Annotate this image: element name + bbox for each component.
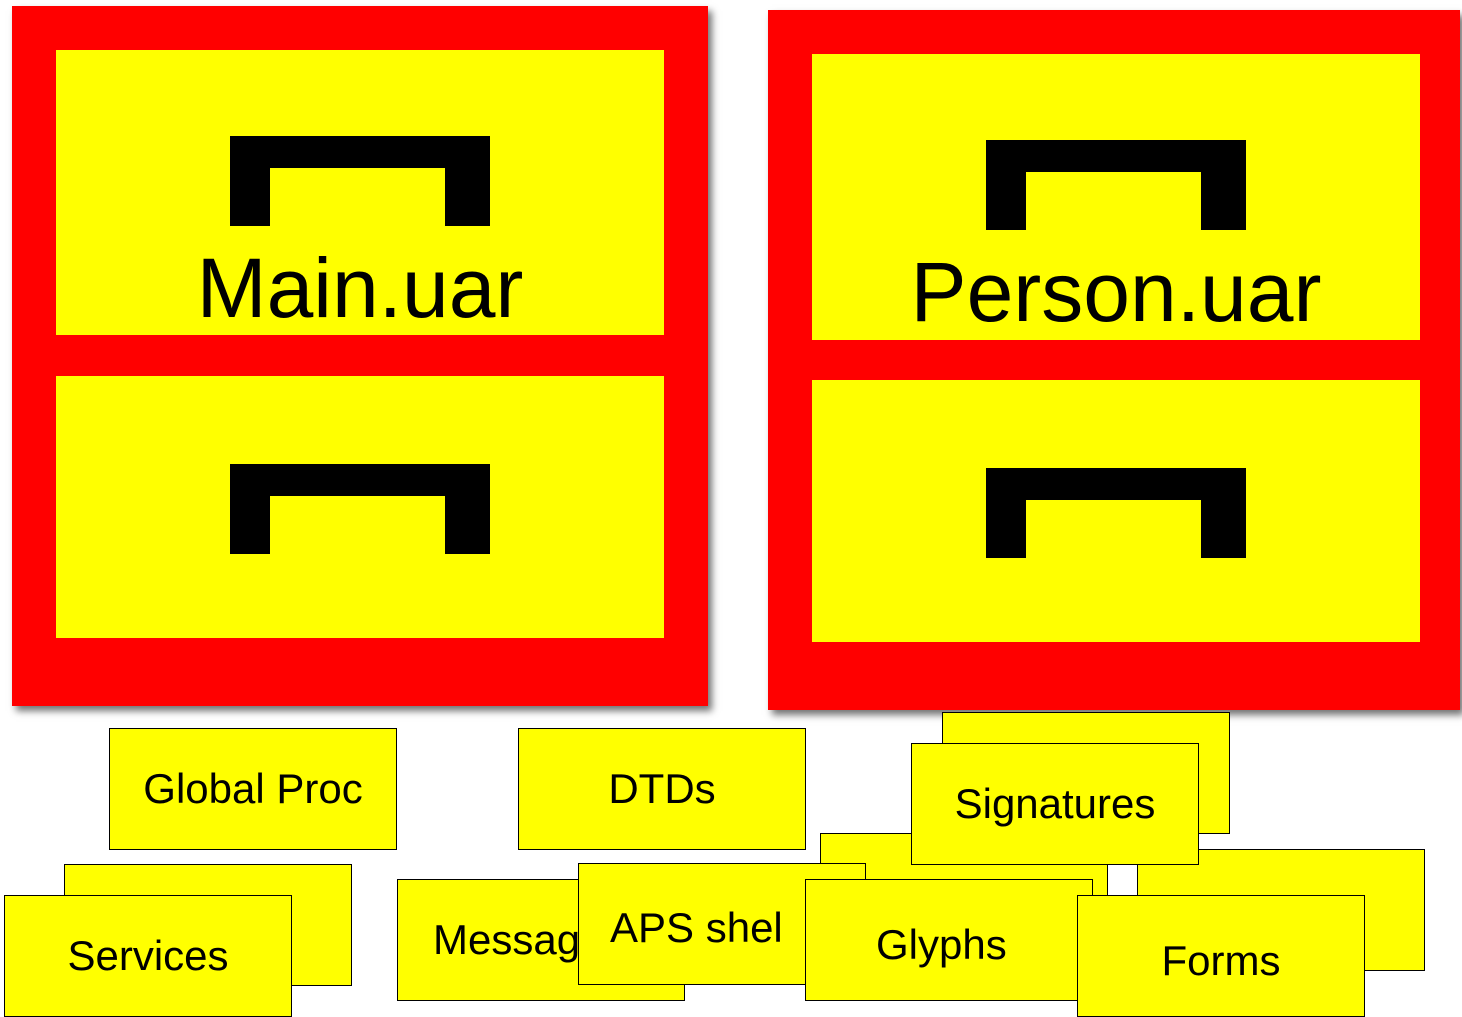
drawer-handle-icon [986, 140, 1246, 230]
drawer-handle-icon [986, 468, 1246, 558]
person-uar-bottom-drawer[interactable] [812, 380, 1420, 642]
card-dtds-label: DTDs [608, 765, 716, 812]
card-global-proc-label: Global Proc [143, 765, 363, 812]
main-uar-cabinet[interactable]: Main.uar [12, 6, 708, 706]
card-glyphs[interactable]: Glyphs [805, 879, 1093, 1001]
card-messages-label: Messag [433, 916, 581, 963]
card-signatures[interactable]: Signatures [911, 743, 1199, 865]
drawer-handle-icon [230, 136, 490, 226]
main-uar-bottom-drawer[interactable] [56, 376, 664, 638]
card-forms-label: Forms [1161, 937, 1281, 984]
card-forms[interactable]: Forms [1077, 895, 1365, 1017]
card-aps-shell-label: APS shel [610, 904, 783, 951]
card-global-proc[interactable]: Global Proc [109, 728, 397, 850]
drawer-handle-icon [230, 464, 490, 554]
person-uar-cabinet[interactable]: Person.uar [768, 10, 1460, 710]
card-glyphs-label: Glyphs [876, 921, 1007, 968]
card-services[interactable]: Services [4, 895, 292, 1017]
card-services-label: Services [67, 932, 229, 979]
card-dtds[interactable]: DTDs [518, 728, 806, 850]
person-uar-top-drawer[interactable]: Person.uar [812, 54, 1420, 340]
person-uar-label: Person.uar [910, 245, 1322, 339]
main-uar-label: Main.uar [196, 241, 524, 335]
main-uar-top-drawer[interactable]: Main.uar [56, 50, 664, 335]
card-signatures-label: Signatures [954, 780, 1156, 827]
